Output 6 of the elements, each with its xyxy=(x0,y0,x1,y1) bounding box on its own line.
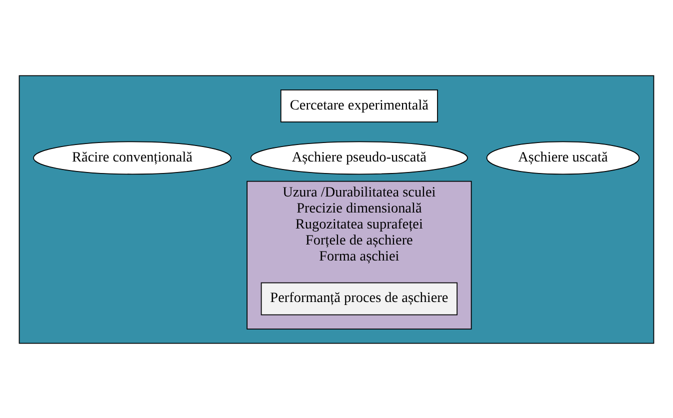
node-box: Performanță proces de așchiere xyxy=(260,282,458,315)
cluster xyxy=(18,74,654,344)
node-ellipse: Așchiere pseudo-uscată xyxy=(250,140,468,174)
node-box: Cercetare experimentală xyxy=(280,88,438,122)
node-ellipse: Așchiere uscată xyxy=(486,140,640,174)
node-ellipse: Răcire convențională xyxy=(33,140,232,174)
